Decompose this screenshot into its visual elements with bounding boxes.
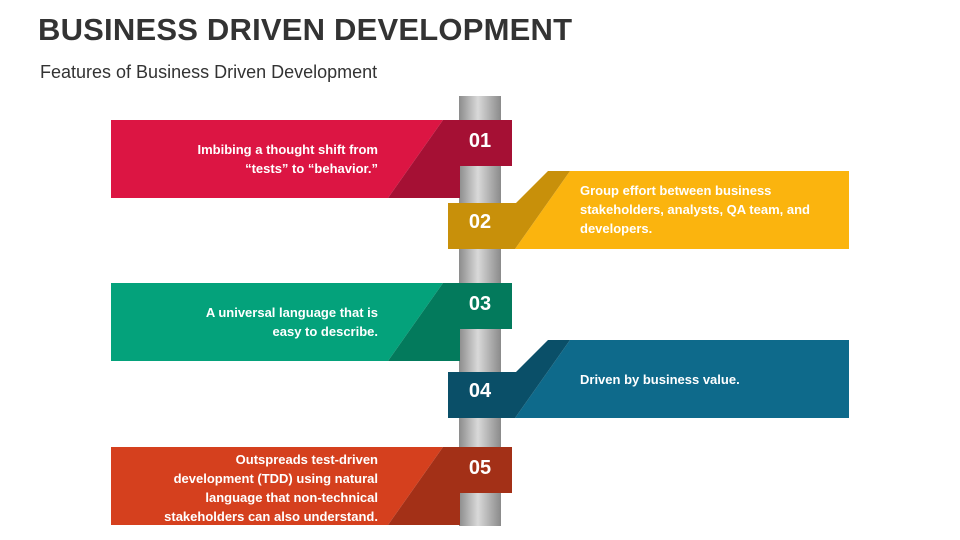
feature-banner-04 bbox=[448, 340, 849, 418]
text-panel-01 bbox=[111, 120, 443, 198]
number-tab-03 bbox=[388, 283, 512, 361]
feature-banner-03 bbox=[111, 283, 512, 361]
feature-text: Imbibing a thought shift from “tests” to… bbox=[197, 142, 378, 176]
number-tab-01 bbox=[388, 120, 512, 198]
feature-number: 03 bbox=[468, 293, 492, 315]
feature-number: 02 bbox=[468, 211, 492, 233]
feature-text: Outspreads test-driven development (TDD)… bbox=[164, 452, 378, 524]
feature-number: 01 bbox=[468, 130, 492, 152]
feature-banners bbox=[111, 120, 849, 525]
number-tab-04 bbox=[448, 340, 570, 418]
feature-banner-02 bbox=[448, 171, 849, 249]
text-panel-03 bbox=[111, 283, 443, 361]
page-title: BUSINESS DRIVEN DEVELOPMENT bbox=[38, 12, 573, 47]
feature-banner-05 bbox=[111, 447, 512, 525]
number-tab-05 bbox=[388, 447, 512, 525]
text-panel-02 bbox=[515, 171, 849, 249]
number-tab-02 bbox=[448, 171, 570, 249]
feature-text: Driven by business value. bbox=[580, 372, 740, 387]
feature-text: A universal language that is easy to des… bbox=[205, 305, 378, 339]
feature-number: 05 bbox=[468, 457, 492, 479]
feature-banner-01 bbox=[111, 120, 512, 198]
text-panel-04 bbox=[515, 340, 849, 418]
feature-number: 04 bbox=[468, 380, 492, 402]
text-panel-05 bbox=[111, 447, 443, 525]
feature-text: Group effort between business stakeholde… bbox=[580, 183, 810, 236]
page-subtitle: Features of Business Driven Development bbox=[40, 62, 378, 82]
